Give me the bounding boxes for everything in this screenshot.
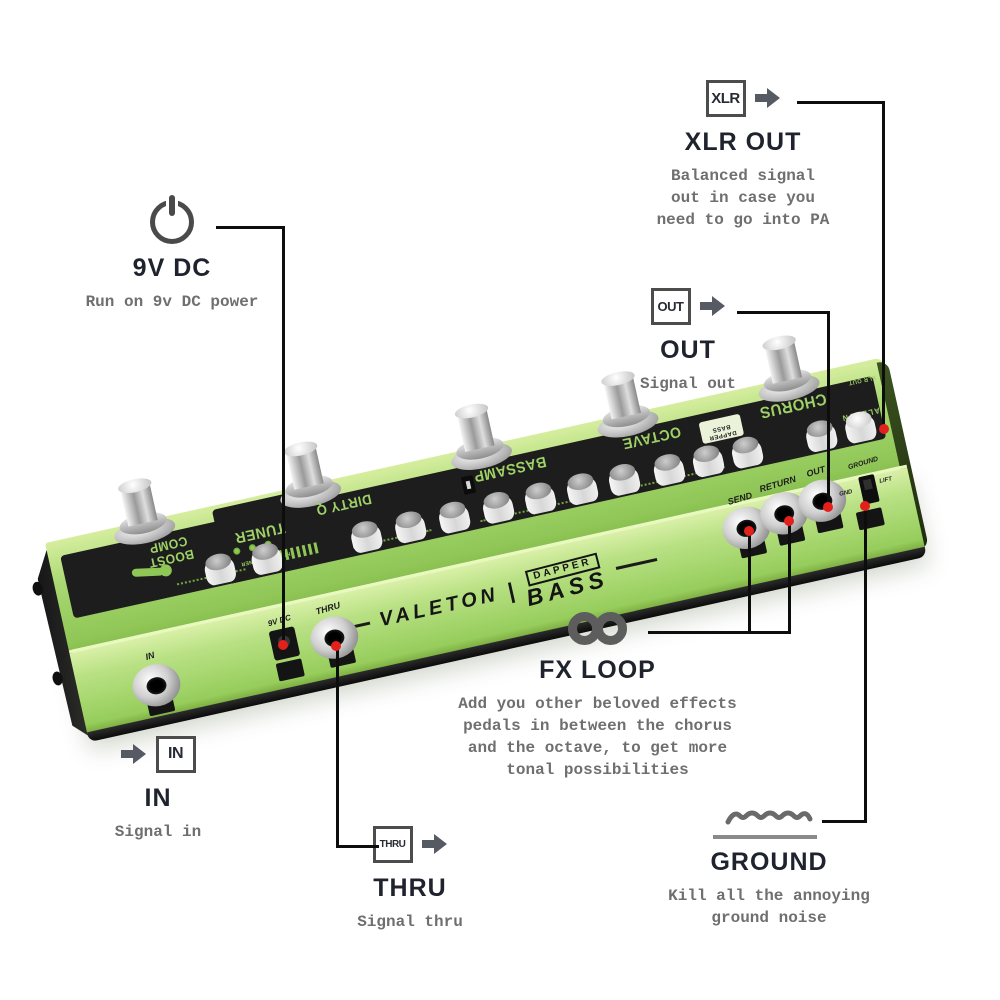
in-icon: IN — [155, 735, 196, 773]
power-icon — [150, 200, 194, 244]
knob — [249, 540, 285, 577]
connector-xlr-h — [797, 101, 885, 104]
arrow-right-icon — [699, 296, 726, 316]
return-point — [784, 516, 794, 526]
callout-out: OUT OUT Signal out — [590, 284, 786, 395]
logo-separator: | — [505, 577, 517, 604]
knob — [522, 480, 558, 516]
knob — [392, 509, 428, 545]
out-point — [823, 502, 833, 512]
xlr-icon: XLR — [705, 79, 746, 117]
xlr-icon-label: XLR — [711, 89, 740, 107]
connector-9v-v — [282, 226, 285, 646]
callout-9v-dc: 9V DC Run on 9v DC power — [72, 198, 272, 313]
out-icon: OUT — [650, 287, 691, 325]
xlr-point — [879, 424, 889, 434]
connector-thru-v — [336, 646, 339, 848]
xlr-out-title: XLR OUT — [684, 128, 802, 156]
knob — [690, 443, 726, 479]
connector-return-v — [788, 521, 791, 634]
infinity-icon — [568, 611, 627, 645]
connector-ground-h — [822, 820, 867, 823]
connector-9v-h — [216, 226, 285, 229]
knob — [842, 409, 879, 445]
thru-title: THRU — [373, 874, 447, 902]
knob — [202, 551, 238, 587]
callout-in: IN IN Signal in — [58, 732, 258, 843]
callout-fx-loop: FX LOOP Add you other beloved effects pe… — [440, 608, 755, 781]
callout-xlr-out: XLR XLR OUT Balanced signal out in case … — [612, 76, 874, 231]
connector-out-h — [737, 311, 830, 314]
knob — [480, 489, 516, 525]
in-icon-label: IN — [168, 745, 184, 762]
out-icon-label: OUT — [657, 298, 684, 314]
9v-point — [278, 640, 288, 650]
in-description: Signal in — [114, 823, 202, 841]
connector-ground-v — [864, 506, 867, 823]
knob — [564, 471, 600, 507]
connector-thru-h — [336, 845, 379, 848]
ground-point — [860, 501, 870, 511]
ground-title: GROUND — [710, 848, 828, 876]
thru-icon-label: THRU — [379, 838, 406, 850]
logo-dash — [615, 557, 658, 570]
send-point — [744, 526, 754, 536]
connector-out-v — [827, 311, 830, 509]
arrow-right-icon — [754, 88, 781, 108]
out-title: OUT — [660, 336, 716, 364]
out-description: Signal out — [639, 375, 736, 393]
fx-loop-description: Add you other beloved effects pedals in … — [458, 695, 737, 779]
knob — [651, 451, 687, 488]
connector-fxloop-h — [648, 631, 791, 634]
9v-dc-description: Run on 9v DC power — [85, 293, 259, 311]
bass-guitar-icon — [131, 561, 178, 583]
ground-description: Kill all the annoying ground noise — [668, 887, 870, 927]
connector-send-v — [748, 531, 751, 634]
callout-ground: GROUND Kill all the annoying ground nois… — [640, 806, 898, 929]
tuner-label: TUNER — [233, 518, 287, 547]
callout-thru: THRU THRU Signal thru — [310, 822, 510, 933]
gnd-label: GND — [838, 489, 854, 498]
thru-icon: THRU — [372, 825, 413, 863]
thru-description: Signal thru — [357, 913, 463, 931]
knob — [348, 518, 385, 555]
in-title: IN — [144, 784, 172, 812]
xlr-out-description: Balanced signal out in case you need to … — [656, 167, 830, 229]
knob — [729, 434, 765, 470]
knob — [803, 418, 840, 454]
thru-point — [331, 641, 341, 651]
knob — [606, 461, 642, 498]
connector-xlr-v — [882, 101, 885, 430]
arrow-right-icon — [120, 744, 147, 764]
arrow-right-icon — [421, 834, 448, 854]
9v-dc-title: 9V DC — [132, 254, 212, 282]
fx-loop-title: FX LOOP — [539, 656, 656, 684]
knob — [436, 499, 472, 535]
ground-wave-icon — [713, 807, 817, 839]
lift-label: LIFT — [878, 476, 893, 485]
